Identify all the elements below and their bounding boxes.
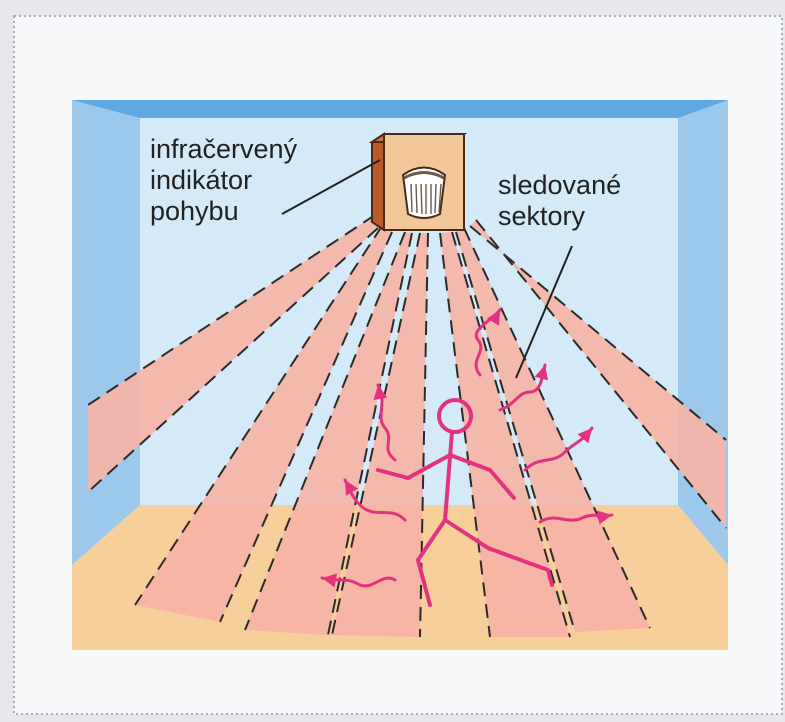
sectors-label-line-2: sektory — [498, 201, 621, 232]
left-wall — [72, 100, 140, 565]
sensor-label-line-2: indikátor — [150, 165, 297, 196]
sensor-label-line-1: infračervený — [150, 134, 297, 165]
sensor-label: infračervený indikátor pohybu — [150, 134, 297, 227]
sectors-label-line-1: sledované — [498, 170, 621, 201]
sectors-label: sledované sektory — [498, 170, 621, 232]
ceiling-edge — [72, 100, 728, 118]
motion-sensor-icon — [372, 134, 464, 230]
sensor-label-line-3: pohybu — [150, 196, 297, 227]
